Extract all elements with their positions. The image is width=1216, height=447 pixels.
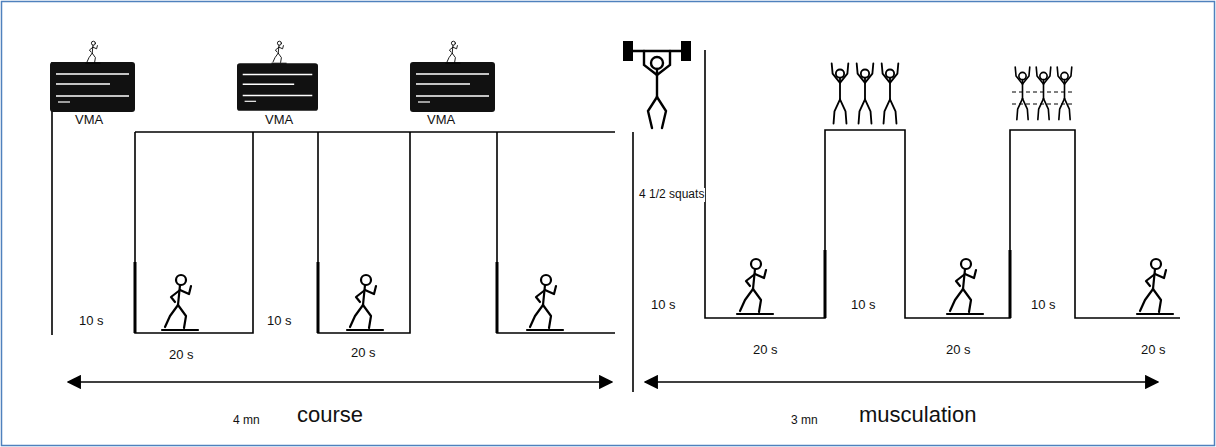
duration-label: 10 s — [650, 298, 677, 313]
duration-label: 10 s — [78, 314, 105, 329]
duration-label: 20 s — [945, 343, 972, 358]
duration-arrow — [645, 381, 1158, 383]
duration-arrow — [68, 381, 612, 383]
duration-label: 10 s — [850, 298, 877, 313]
phase-label: VMA — [74, 113, 104, 128]
exercise-label: 4 1/2 squats — [638, 188, 705, 202]
course-wave — [52, 62, 615, 335]
phase-label: VMA — [264, 113, 294, 128]
section-title: course — [296, 402, 364, 427]
duration-label: 20 s — [168, 348, 195, 363]
total-time: 4 mn — [232, 414, 261, 428]
duration-label: 20 s — [1140, 343, 1167, 358]
duration-label: 20 s — [350, 346, 377, 361]
duration-label: 10 s — [1030, 298, 1057, 313]
duration-label: 20 s — [752, 343, 779, 358]
total-time: 3 mn — [790, 414, 819, 428]
section-title: musculation — [858, 402, 977, 427]
phase-label: VMA — [426, 113, 456, 128]
musculation-wave — [633, 50, 1180, 392]
duration-label: 10 s — [266, 314, 293, 329]
